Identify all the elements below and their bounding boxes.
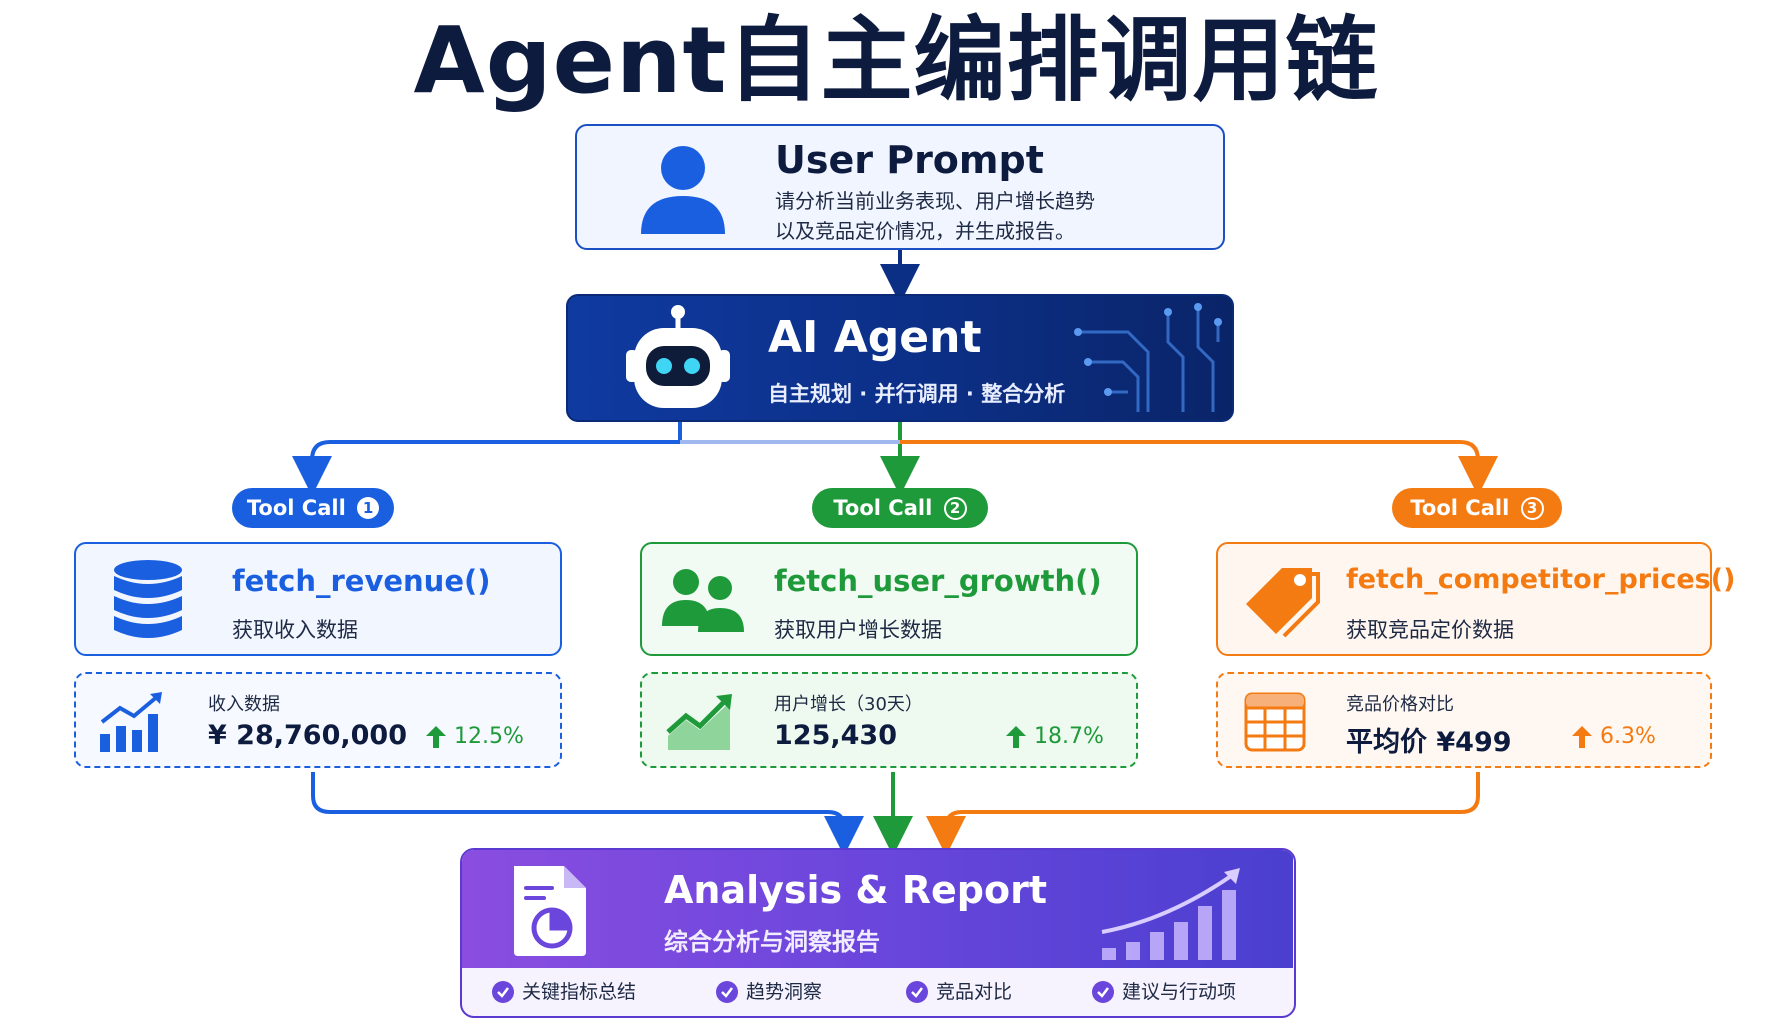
connector-agent-tool1 [292, 422, 682, 496]
report-item-4: 建议与行动项 [1092, 976, 1236, 1008]
tool-call-pill-2: Tool Call 2 [812, 488, 988, 528]
connector-metric3-report [926, 772, 1480, 856]
report-item-4-label: 建议与行动项 [1122, 981, 1237, 1003]
metric-change-competitor-prices: 6.3% [1600, 724, 1656, 749]
tool-function-user-growth: fetch_user_growth() [774, 564, 1102, 598]
analysis-report-card: Analysis & Report 综合分析与洞察报告 关键指标总结 趋势洞察 … [460, 848, 1296, 1018]
metric-label-competitor-prices: 竞品价格对比 [1346, 694, 1454, 715]
bar-chart-icon [100, 692, 162, 752]
metric-change-revenue: 12.5% [454, 724, 524, 749]
tool-call-pill-3-label: Tool Call [1410, 496, 1510, 520]
growth-bars-icon [1101, 868, 1240, 960]
tool-call-pill-2-label: Tool Call [833, 496, 933, 520]
tool-desc-user-growth: 获取用户增长数据 [774, 618, 942, 642]
report-title: Analysis & Report [664, 868, 1048, 912]
tool-call-pill-2-number: 2 [943, 497, 967, 520]
ai-agent-card: AI Agent 自主规划 · 并行调用 · 整合分析 [566, 294, 1234, 422]
check-circle-icon [906, 981, 928, 1003]
metric-change-user-growth: 18.7% [1034, 724, 1104, 749]
metric-value-revenue: ¥ 28,760,000 [208, 720, 407, 751]
metric-card-revenue: 收入数据 ¥ 28,760,000 12.5% [74, 672, 562, 768]
tool-call-pill-1-label: Tool Call [246, 496, 346, 520]
metric-label-user-growth: 用户增长（30天） [774, 694, 923, 715]
database-icon [114, 560, 182, 638]
metric-value-competitor-prices: 平均价 ¥499 [1346, 727, 1512, 758]
user-prompt-text: 请分析当前业务表现、用户增长趋势 以及竞品定价情况，并生成报告。 [775, 186, 1095, 246]
check-circle-icon [716, 981, 738, 1003]
report-item-3: 竞品对比 [906, 976, 1012, 1008]
ai-agent-subtitle: 自主规划 · 并行调用 · 整合分析 [768, 382, 1066, 406]
report-item-2-label: 趋势洞察 [746, 981, 823, 1003]
table-icon [1244, 692, 1306, 752]
tool-function-competitor-prices: fetch_competitor_prices() [1346, 564, 1736, 595]
page-title: Agent自主编排调用链 [413, 7, 1379, 114]
tool-call-pill-3: Tool Call 3 [1392, 488, 1562, 528]
tool-desc-competitor-prices: 获取竞品定价数据 [1346, 618, 1514, 642]
report-item-1: 关键指标总结 [492, 976, 636, 1008]
circuit-decoration-icon [1074, 303, 1222, 412]
tool-function-revenue: fetch_revenue() [232, 564, 491, 598]
user-prompt-title: User Prompt [775, 138, 1044, 182]
tool-call-pill-1: Tool Call 1 [232, 488, 394, 528]
tool-call-pill-1-number: 1 [357, 497, 380, 519]
metric-value-user-growth: 125,430 [774, 720, 897, 751]
up-arrow-icon [1006, 726, 1026, 748]
tool-desc-revenue: 获取收入数据 [232, 618, 358, 642]
user-prompt-line-1: 请分析当前业务表现、用户增长趋势 [775, 189, 1095, 213]
trend-up-icon [666, 694, 732, 750]
report-item-1-label: 关键指标总结 [522, 981, 637, 1003]
connector-agent-tool3 [900, 440, 1498, 496]
report-item-3-label: 竞品对比 [936, 981, 1013, 1003]
report-header: Analysis & Report 综合分析与洞察报告 [462, 850, 1293, 968]
metric-label-revenue: 收入数据 [208, 694, 280, 715]
tool-card-competitor-prices: fetch_competitor_prices() 获取竞品定价数据 [1216, 542, 1735, 656]
robot-icon [626, 305, 730, 408]
ai-agent-title: AI Agent [768, 312, 982, 363]
tool-call-pill-3-number: 3 [1520, 497, 1544, 520]
price-tag-icon [1246, 568, 1320, 638]
tool-card-revenue: fetch_revenue() 获取收入数据 [74, 542, 562, 656]
user-icon [641, 146, 725, 234]
metric-card-competitor-prices: 竞品价格对比 平均价 ¥499 6.3% [1216, 672, 1712, 768]
users-icon [662, 569, 744, 632]
user-prompt-card: User Prompt 请分析当前业务表现、用户增长趋势 以及竞品定价情况，并生… [575, 124, 1225, 250]
report-subtitle: 综合分析与洞察报告 [664, 928, 880, 956]
tool-card-user-growth: fetch_user_growth() 获取用户增长数据 [640, 542, 1138, 656]
check-circle-icon [492, 981, 514, 1003]
check-circle-icon [1092, 981, 1114, 1003]
user-prompt-line-2: 以及竞品定价情况，并生成报告。 [775, 219, 1075, 243]
metric-card-user-growth: 用户增长（30天） 125,430 18.7% [640, 672, 1138, 768]
connector-metric1-report [311, 772, 864, 856]
report-item-2: 趋势洞察 [716, 976, 822, 1008]
report-document-icon [514, 866, 586, 956]
up-arrow-icon [426, 726, 446, 748]
up-arrow-icon [1572, 726, 1592, 748]
